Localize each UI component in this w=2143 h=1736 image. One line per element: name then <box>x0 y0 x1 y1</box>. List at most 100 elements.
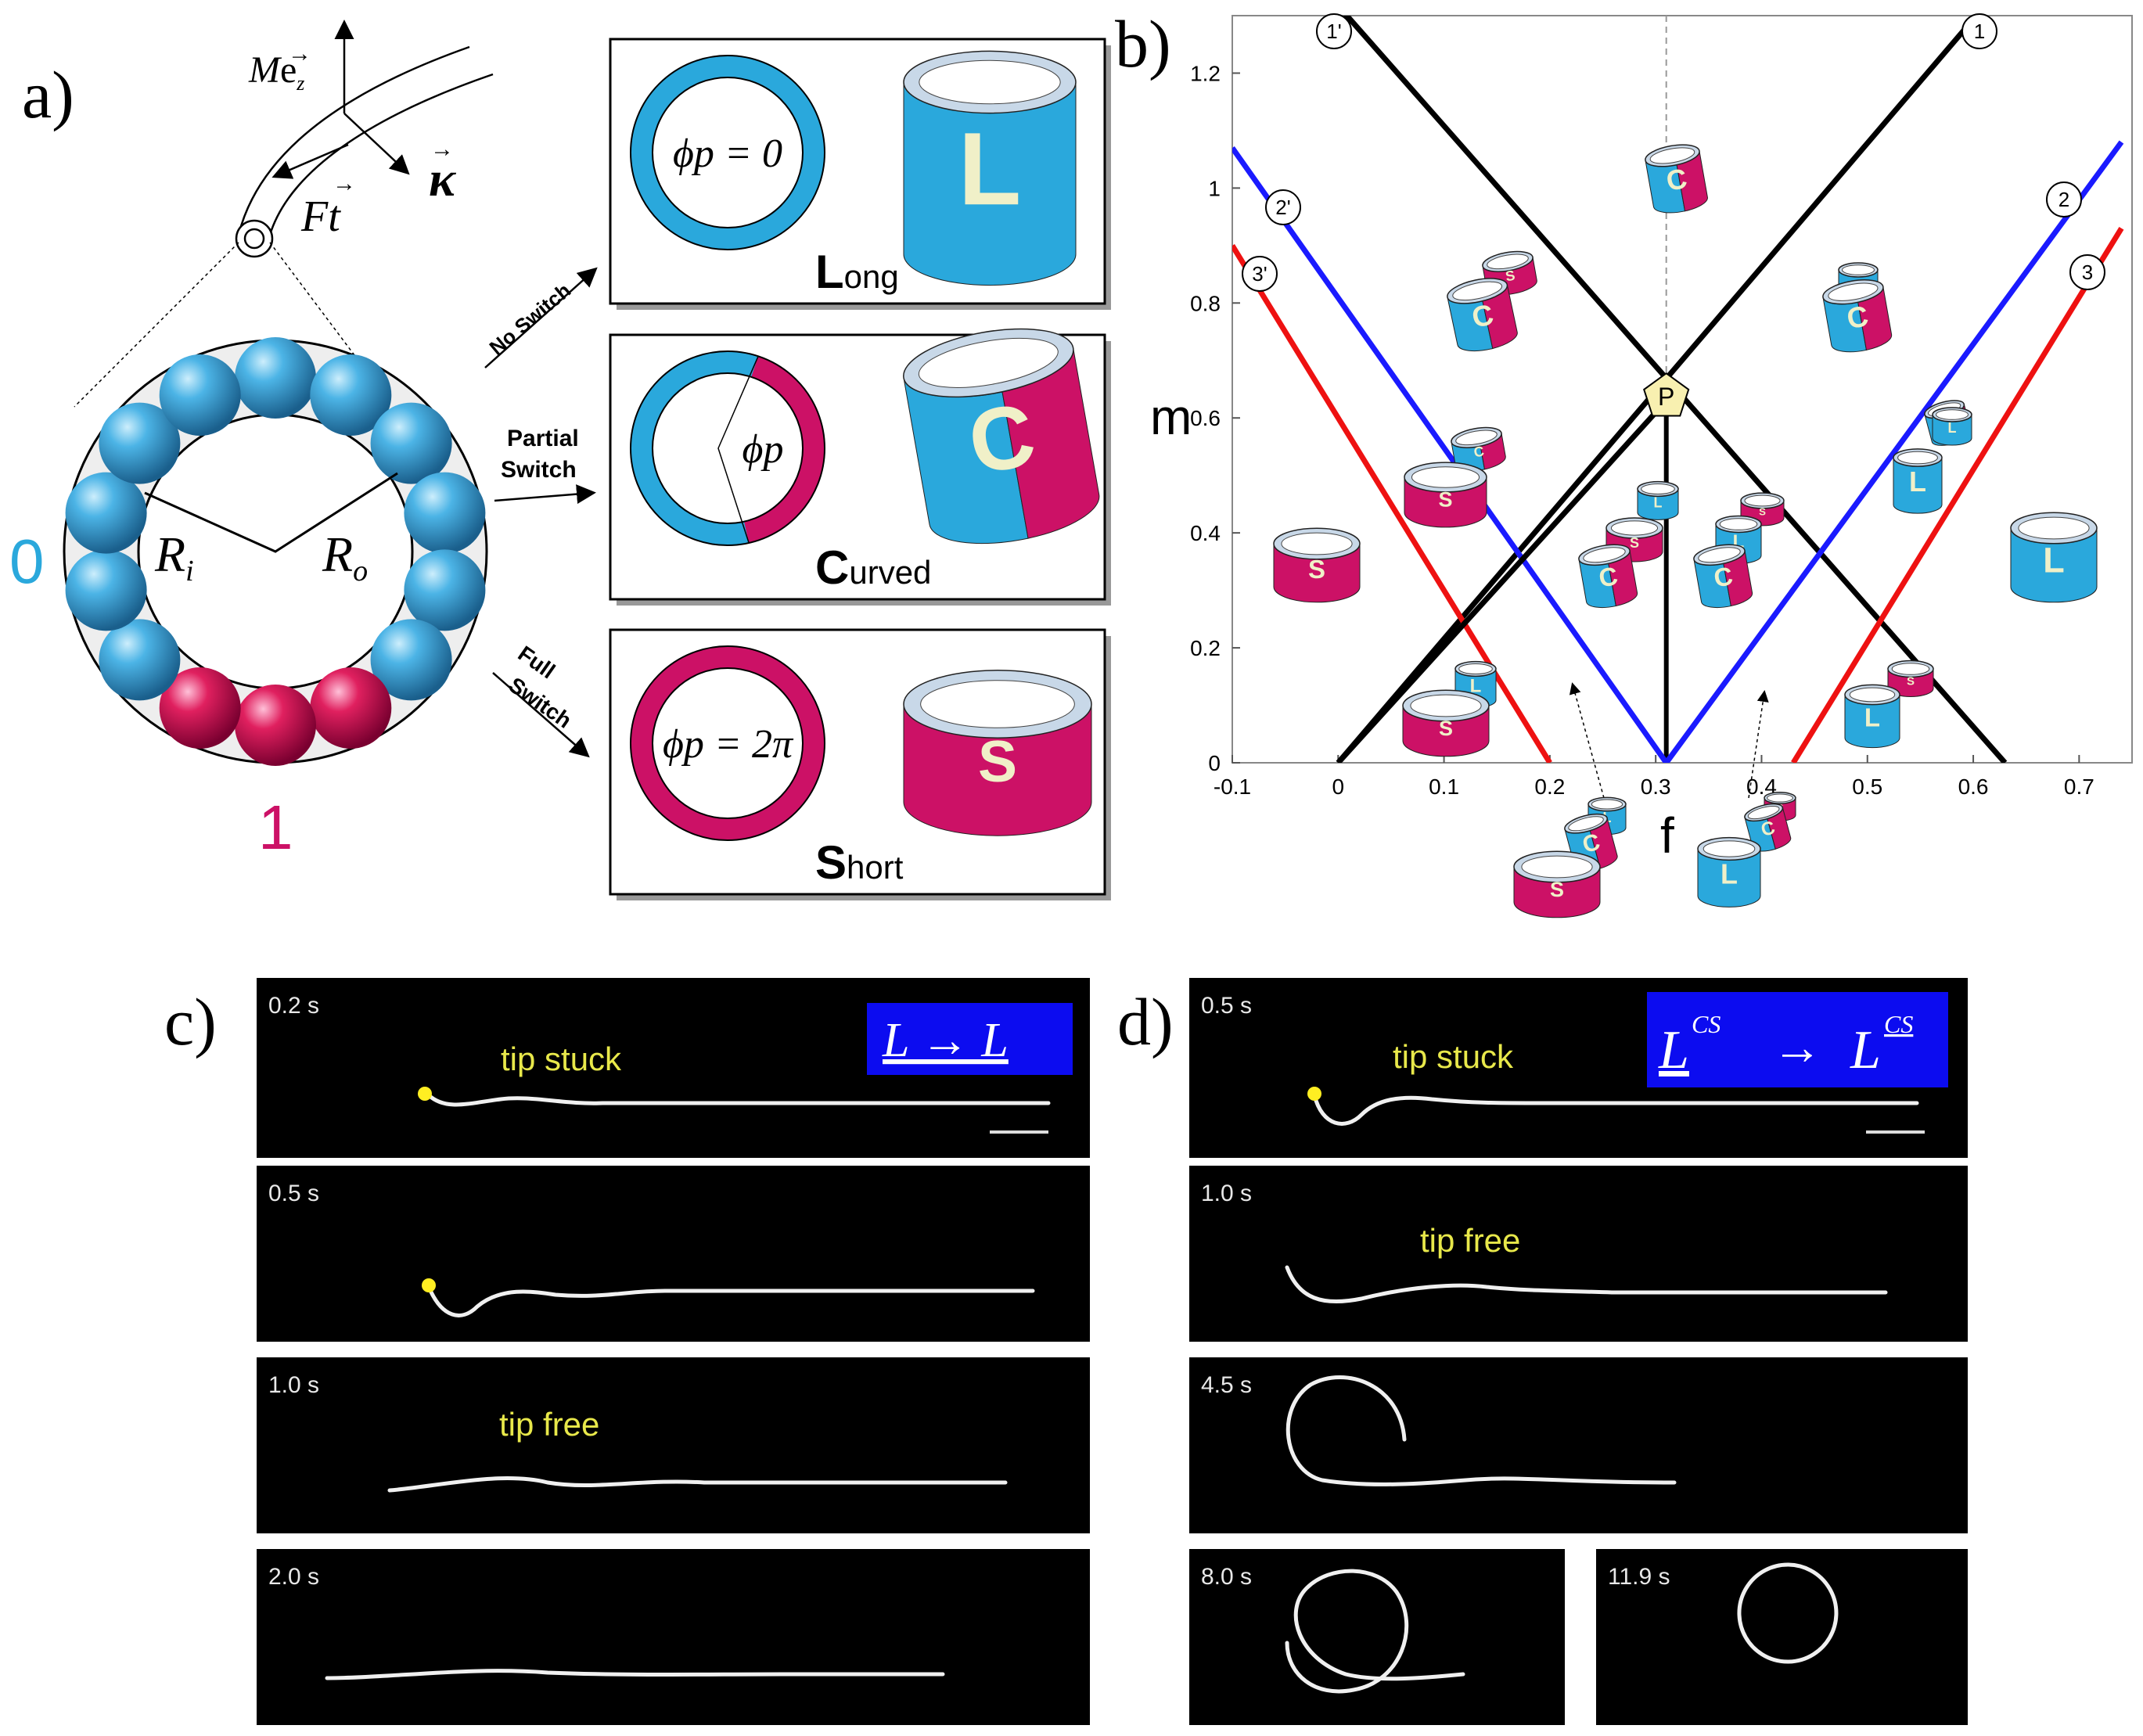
moment-label: Mez <box>248 49 304 95</box>
phase-can-L: L <box>2010 512 2098 603</box>
panel-label-c: c) <box>164 984 217 1059</box>
phase-can-C: C <box>1451 426 1506 472</box>
sphere-ring <box>65 337 486 766</box>
line-tag-text: 3' <box>1252 262 1267 286</box>
frame-time: 2.0 s <box>268 1564 319 1590</box>
phase-can-C: C <box>1693 544 1753 609</box>
phase-can-C: C <box>1578 544 1638 609</box>
filament-trace <box>1312 1093 1919 1126</box>
phase-can-L: L <box>1697 836 1761 908</box>
axis-label-f: f <box>1660 807 1674 864</box>
microscopy-frame: 11.9 s <box>1596 1549 1968 1725</box>
badge-d-right: L <box>1850 1020 1881 1080</box>
label-1: 1 <box>258 793 293 862</box>
sphere-blue <box>99 619 181 701</box>
frame-time: 1.0 s <box>1201 1181 1252 1206</box>
sphere-blue <box>310 354 392 436</box>
arrow-label-full-2: Switch <box>505 673 577 733</box>
x-tick-label: 0.6 <box>1958 775 1989 799</box>
sphere-blue <box>370 402 452 484</box>
ring-magenta-arc <box>743 356 825 543</box>
frame-time: 0.5 s <box>1201 993 1252 1019</box>
sphere-blue <box>159 354 241 436</box>
point-P <box>1643 372 1690 417</box>
phase-can-S: S <box>1273 527 1361 603</box>
arrow-label-partial-2: Switch <box>501 457 577 483</box>
line-tag-text: 1' <box>1326 20 1341 43</box>
sphere-blue <box>404 472 486 554</box>
series-line-1 <box>1336 16 1980 763</box>
line-tag-text: 2' <box>1275 196 1290 219</box>
microscopy-frame: 0.5 s <box>257 1166 1090 1342</box>
state-caption: Short <box>815 836 904 889</box>
phase-can-S: S <box>1404 462 1487 528</box>
line-tag <box>2046 182 2082 217</box>
x-tick-label: 0.3 <box>1641 775 1671 799</box>
can-letter: S <box>1439 717 1453 740</box>
microscopy-frame: 2.0 s <box>257 1549 1090 1725</box>
kappa-vec-arrow: → <box>430 136 454 162</box>
phase-can-L: L <box>1637 480 1679 520</box>
line-tag-text: 3 <box>2082 261 2093 284</box>
ring-blue <box>631 56 825 250</box>
line-tag-text: 2 <box>2059 188 2069 211</box>
x-tick-label: 0.1 <box>1429 775 1459 799</box>
can-letter: C <box>1759 817 1778 841</box>
x-tick-label: 0 <box>1332 775 1345 799</box>
panel-label-b: b) <box>1115 6 1171 81</box>
can-letter: S <box>1759 506 1766 518</box>
can-letter: L <box>1909 465 1926 498</box>
badge-c <box>867 1003 1073 1075</box>
state-box-L: ϕp = 0 L Long <box>609 38 1111 310</box>
can-letter: S <box>978 728 1017 794</box>
frame-time: 0.5 s <box>268 1181 319 1206</box>
switch-arrows <box>484 267 598 758</box>
x-tick-label: 0.7 <box>2064 775 2094 799</box>
zoom-line-left <box>74 242 239 408</box>
badge-d-arrow: → <box>1772 1019 1822 1075</box>
line-tag-text: 1 <box>1974 20 1985 43</box>
badge-d <box>1647 992 1948 1087</box>
phase-can-C: C <box>1645 144 1708 214</box>
y-tick-label: 0 <box>1208 751 1221 775</box>
line-tag <box>1265 189 1301 225</box>
state-caption: Curved <box>815 541 931 594</box>
y-tick-label: 1.2 <box>1190 61 1221 85</box>
filament-trace <box>1285 1569 1465 1694</box>
series-line-1' <box>1343 16 2008 763</box>
series-line-2' <box>1232 146 1669 763</box>
can-letter: S <box>1308 555 1325 584</box>
y-tick-label: 0.8 <box>1190 291 1221 315</box>
y-tick-label: 0.2 <box>1190 636 1221 660</box>
phase-can-L: L <box>1893 448 1943 514</box>
phi-label: ϕp = 0 <box>673 131 782 176</box>
can-letter: L <box>1721 857 1738 890</box>
filament-trace <box>1285 1265 1888 1304</box>
frame-note: tip free <box>499 1406 599 1443</box>
force-label: Ft <box>300 192 341 241</box>
can-letter: L <box>958 111 1022 226</box>
y-tick-label: 0.6 <box>1190 406 1221 430</box>
filament-trace <box>387 1476 1008 1493</box>
sphere-magenta <box>310 667 392 749</box>
x-tick-label: 0.5 <box>1852 775 1882 799</box>
state-caption: Long <box>815 246 899 298</box>
phase-can-S: S <box>1402 689 1490 757</box>
can-letter: S <box>1505 268 1516 285</box>
can-letter: S <box>1550 878 1564 901</box>
phase-can-L: L <box>1844 684 1900 749</box>
phase-can-S: S <box>1513 850 1601 918</box>
can-letter: S <box>1438 487 1452 511</box>
filament-trace <box>325 1669 945 1680</box>
tip-marker <box>422 1278 436 1292</box>
moment-vec-arrow: → <box>288 41 311 66</box>
badge-d-right-sup: CS <box>1884 1010 1913 1038</box>
